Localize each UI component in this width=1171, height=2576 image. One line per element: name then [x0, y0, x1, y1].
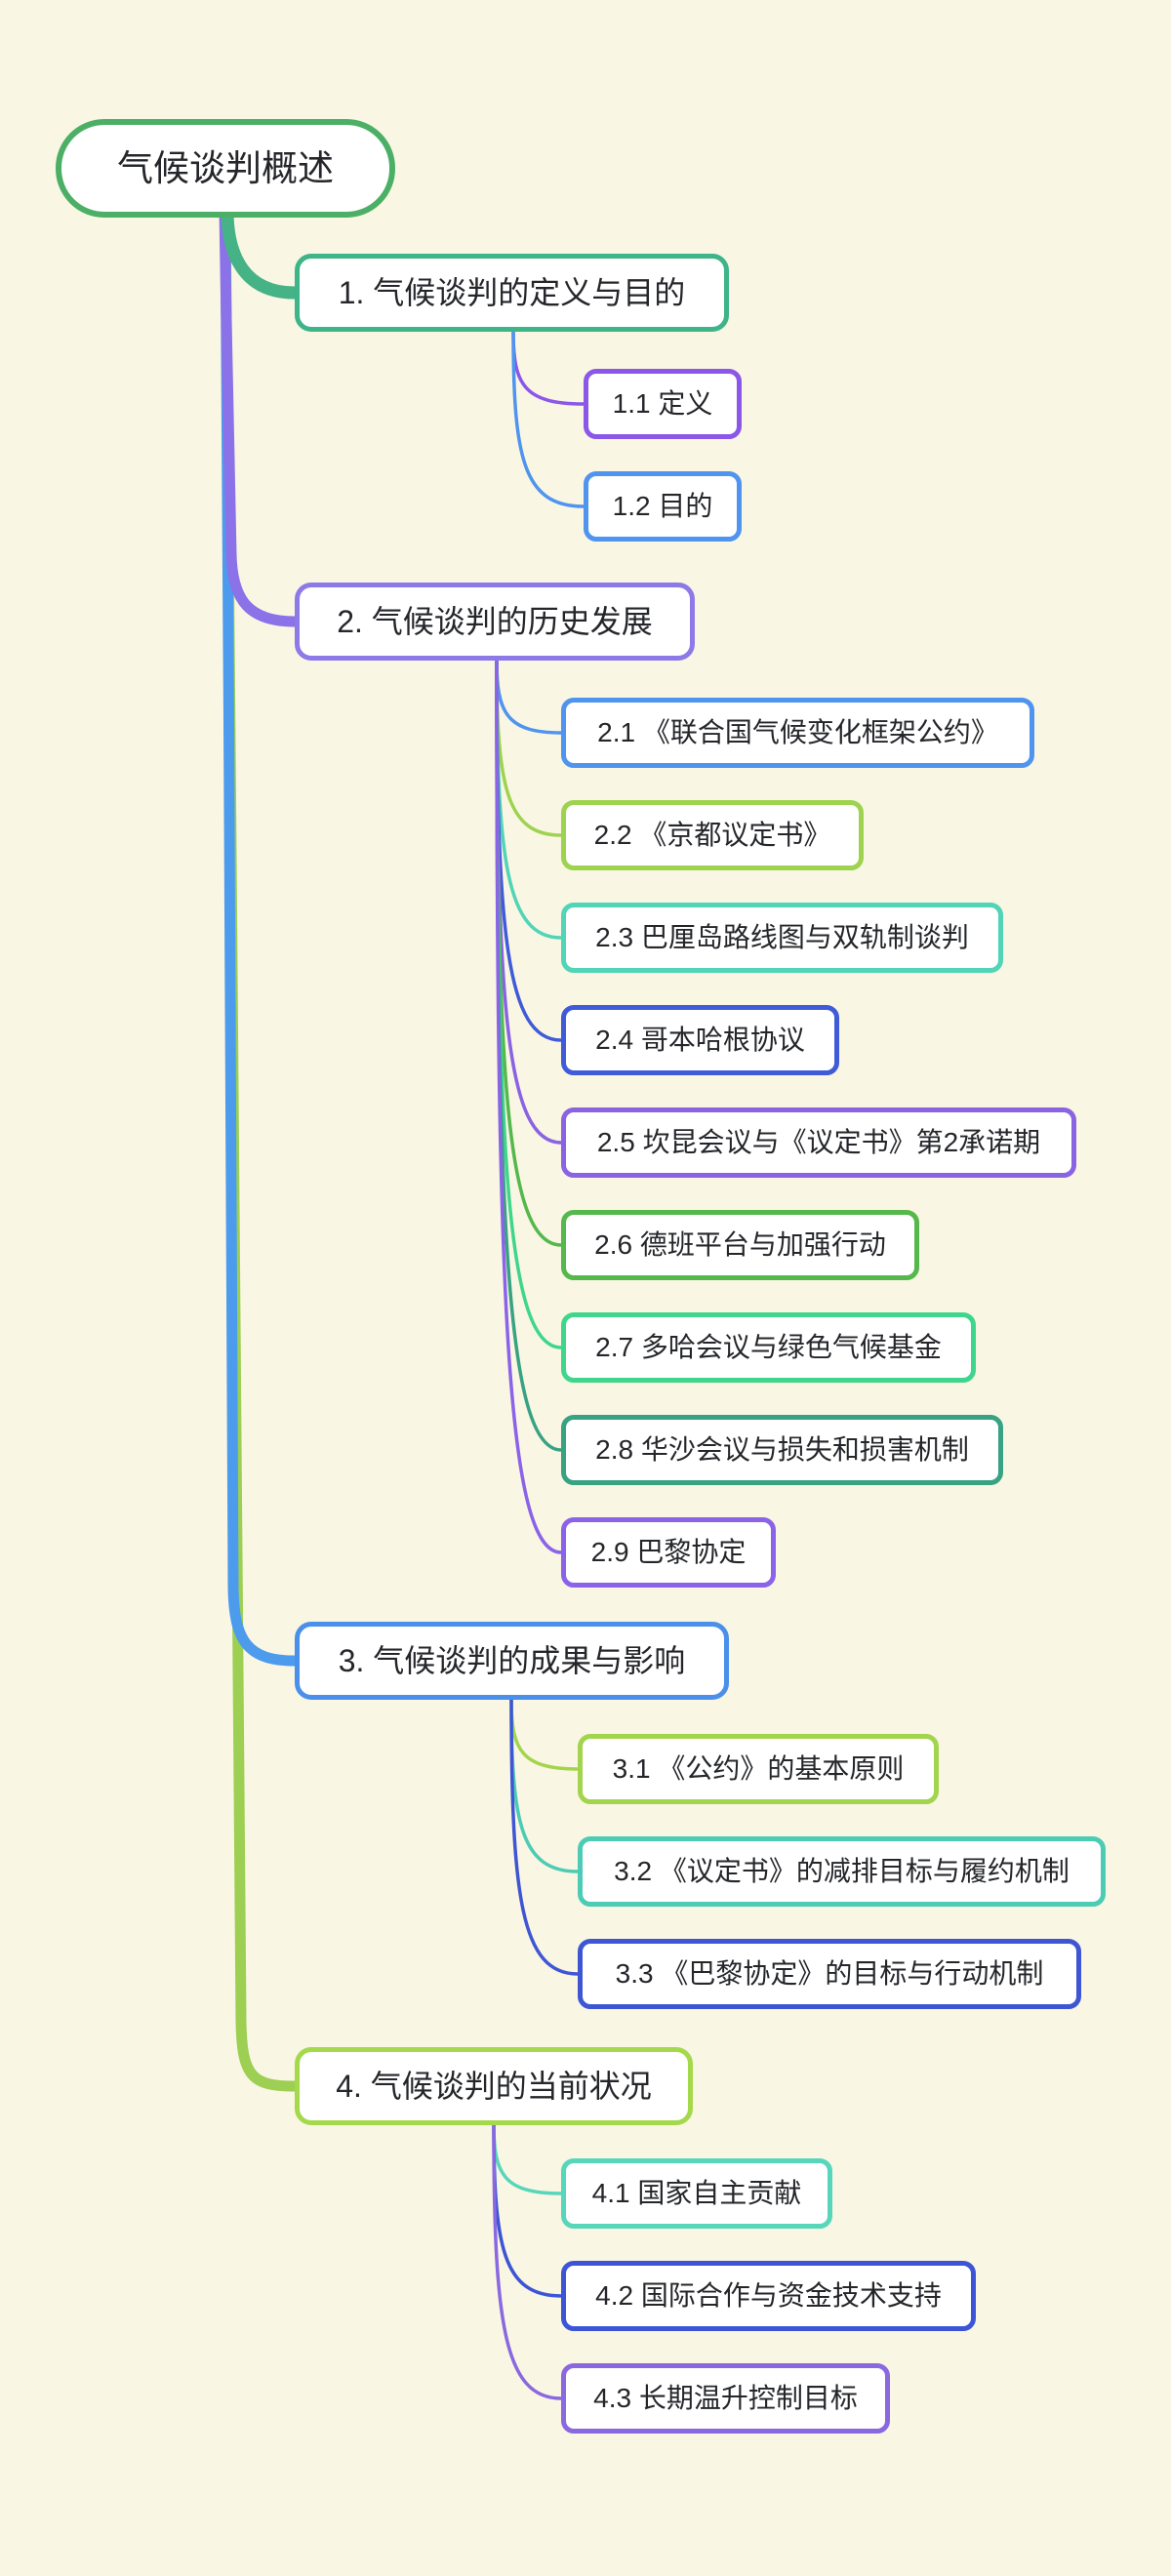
subtopic-2-3-label: 2.3 巴厘岛路线图与双轨制谈判 [595, 922, 969, 952]
connector-2-4 [495, 659, 563, 1042]
subtopic-2-9-label: 2.9 巴黎协定 [590, 1537, 747, 1567]
subtopic-1-1[interactable]: 1.1 定义 [584, 369, 742, 439]
subtopic-2-2[interactable]: 2.2 《京都议定书》 [561, 800, 864, 870]
subtopic-3-1[interactable]: 3.1 《公约》的基本原则 [578, 1734, 939, 1804]
topic-4[interactable]: 4. 气候谈判的当前状况 [295, 2047, 693, 2125]
subtopic-2-4-label: 2.4 哥本哈根协议 [595, 1025, 805, 1055]
connector-2-1 [495, 659, 563, 735]
connector-2-9 [495, 659, 563, 1554]
subtopic-2-4[interactable]: 2.4 哥本哈根协议 [561, 1005, 839, 1075]
subtopic-3-2-label: 3.2 《议定书》的减排目标与履约机制 [614, 1856, 1070, 1886]
subtopic-3-3[interactable]: 3.3 《巴黎协定》的目标与行动机制 [578, 1939, 1081, 2009]
connector-4-3 [492, 2122, 563, 2400]
connector-3-2 [509, 1698, 580, 1873]
subtopic-2-9[interactable]: 2.9 巴黎协定 [561, 1517, 776, 1588]
connector-2-2 [495, 659, 563, 837]
subtopic-2-8-label: 2.8 华沙会议与损失和损害机制 [595, 1434, 969, 1465]
subtopic-2-5-label: 2.5 坎昆会议与《议定书》第2承诺期 [596, 1127, 1041, 1157]
subtopic-2-8[interactable]: 2.8 华沙会议与损失和损害机制 [561, 1415, 1003, 1485]
connector-3-3 [509, 1698, 580, 1976]
branch-root-to-1 [221, 204, 302, 300]
subtopic-2-1-label: 2.1 《联合国气候变化框架公约》 [597, 717, 998, 747]
subtopic-2-3[interactable]: 2.3 巴厘岛路线图与双轨制谈判 [561, 903, 1003, 973]
subtopic-1-1-label: 1.1 定义 [612, 388, 713, 419]
subtopic-2-6-label: 2.6 德班平台与加强行动 [594, 1229, 886, 1260]
topic-2[interactable]: 2. 气候谈判的历史发展 [295, 583, 695, 661]
subtopic-2-7[interactable]: 2.7 多哈会议与绿色气候基金 [561, 1312, 976, 1383]
subtopic-3-1-label: 3.1 《公约》的基本原则 [612, 1753, 905, 1784]
subtopic-4-3[interactable]: 4.3 长期温升控制目标 [561, 2363, 890, 2434]
subtopic-2-7-label: 2.7 多哈会议与绿色气候基金 [595, 1332, 942, 1362]
topic-2-label: 2. 气候谈判的历史发展 [337, 604, 653, 639]
subtopic-4-2-label: 4.2 国际合作与资金技术支持 [595, 2280, 942, 2311]
connector-3-1 [509, 1698, 580, 1771]
branch-root-to-2 [219, 205, 301, 627]
topic-3-label: 3. 气候谈判的成果与影响 [338, 1643, 686, 1678]
connector-1-1 [511, 330, 586, 406]
subtopic-2-1[interactable]: 2.1 《联合国气候变化框架公约》 [561, 698, 1034, 768]
topic-3[interactable]: 3. 气候谈判的成果与影响 [295, 1622, 729, 1700]
connector-4-2 [492, 2122, 563, 2298]
connector-4-1 [492, 2122, 563, 2195]
root-topic-label: 气候谈判概述 [117, 148, 334, 188]
subtopic-3-3-label: 3.3 《巴黎协定》的目标与行动机制 [615, 1958, 1044, 1989]
subtopic-4-2[interactable]: 4.2 国际合作与资金技术支持 [561, 2261, 976, 2331]
subtopic-1-2[interactable]: 1.2 目的 [584, 471, 742, 542]
connector-1-2 [511, 330, 586, 508]
topic-1[interactable]: 1. 气候谈判的定义与目的 [295, 254, 729, 332]
root-topic[interactable]: 气候谈判概述 [56, 119, 395, 218]
subtopic-4-3-label: 4.3 长期温升控制目标 [593, 2383, 858, 2413]
topic-1-label: 1. 气候谈判的定义与目的 [338, 275, 686, 310]
subtopic-3-2[interactable]: 3.2 《议定书》的减排目标与履约机制 [578, 1836, 1106, 1907]
subtopic-4-1-label: 4.1 国家自主贡献 [591, 2178, 802, 2208]
subtopic-1-2-label: 1.2 目的 [612, 491, 713, 521]
subtopic-2-2-label: 2.2 《京都议定书》 [593, 820, 831, 850]
subtopic-4-1[interactable]: 4.1 国家自主贡献 [561, 2158, 832, 2229]
subtopic-2-5[interactable]: 2.5 坎昆会议与《议定书》第2承诺期 [561, 1107, 1076, 1178]
connector-2-3 [495, 659, 563, 940]
topic-4-label: 4. 气候谈判的当前状况 [336, 2069, 652, 2104]
subtopic-2-6[interactable]: 2.6 德班平台与加强行动 [561, 1210, 919, 1280]
